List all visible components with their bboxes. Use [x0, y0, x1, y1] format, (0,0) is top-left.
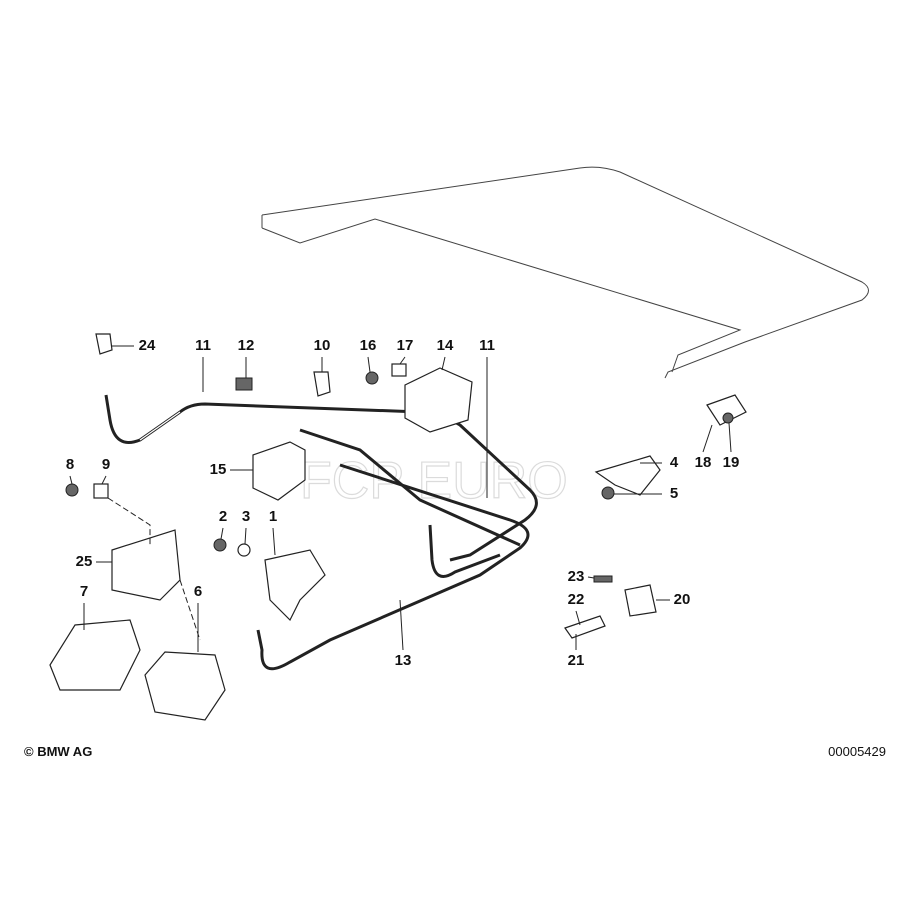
part-24-clip [95, 333, 113, 355]
part-16-screw [365, 371, 379, 385]
part-12-clip [235, 377, 253, 391]
label-16: 16 [360, 337, 377, 354]
label-3: 3 [242, 508, 250, 525]
label-11-right: 11 [479, 337, 495, 354]
label-8: 8 [66, 456, 74, 473]
part-25-bracket [111, 529, 181, 601]
label-9: 9 [102, 456, 110, 473]
diagram-number: 00005429 [828, 744, 886, 759]
label-25: 25 [76, 553, 93, 570]
part-labels: 24 11 12 10 16 17 14 11 15 8 9 2 3 1 4 1… [66, 337, 740, 669]
part-19-screw [722, 412, 734, 424]
part-8-screw [65, 483, 79, 497]
label-15: 15 [210, 461, 227, 478]
copyright: © BMW AG [24, 744, 92, 759]
hood-outline [261, 166, 869, 379]
parts [49, 333, 747, 721]
label-13: 13 [395, 652, 412, 669]
part-5-screw [601, 486, 615, 500]
part-3-nut [237, 543, 251, 557]
label-14: 14 [437, 337, 454, 354]
label-18: 18 [695, 454, 712, 471]
label-5: 5 [670, 485, 678, 502]
label-10: 10 [314, 337, 331, 354]
part-9-clip [93, 483, 109, 499]
label-7: 7 [80, 583, 88, 600]
label-1: 1 [269, 508, 277, 525]
label-20: 20 [674, 591, 691, 608]
label-23: 23 [568, 568, 585, 585]
label-17: 17 [397, 337, 414, 354]
label-19: 19 [723, 454, 740, 471]
part-1-lock [264, 549, 326, 622]
part-7-bezel [49, 619, 141, 691]
label-21: 21 [568, 652, 585, 669]
part-15-cover [252, 441, 306, 501]
leader-lines [69, 345, 732, 652]
part-2-screw [213, 538, 227, 552]
part-23-screw [593, 575, 613, 583]
part-6-handle [144, 651, 226, 721]
part-22-spring [564, 615, 606, 639]
label-12: 12 [238, 337, 255, 354]
part-17-clip [391, 363, 407, 377]
label-6: 6 [194, 583, 202, 600]
part-18-bracket [706, 394, 747, 426]
watermark: FCP EURO [300, 452, 568, 510]
part-20-clip [624, 584, 657, 617]
label-24: 24 [139, 337, 156, 354]
part-10-clip [313, 371, 331, 397]
part-4-bracket [594, 455, 661, 496]
label-2: 2 [219, 508, 227, 525]
part-14-housing [404, 367, 473, 433]
label-22: 22 [568, 591, 585, 608]
label-11: 11 [195, 337, 211, 354]
label-4: 4 [670, 454, 679, 471]
